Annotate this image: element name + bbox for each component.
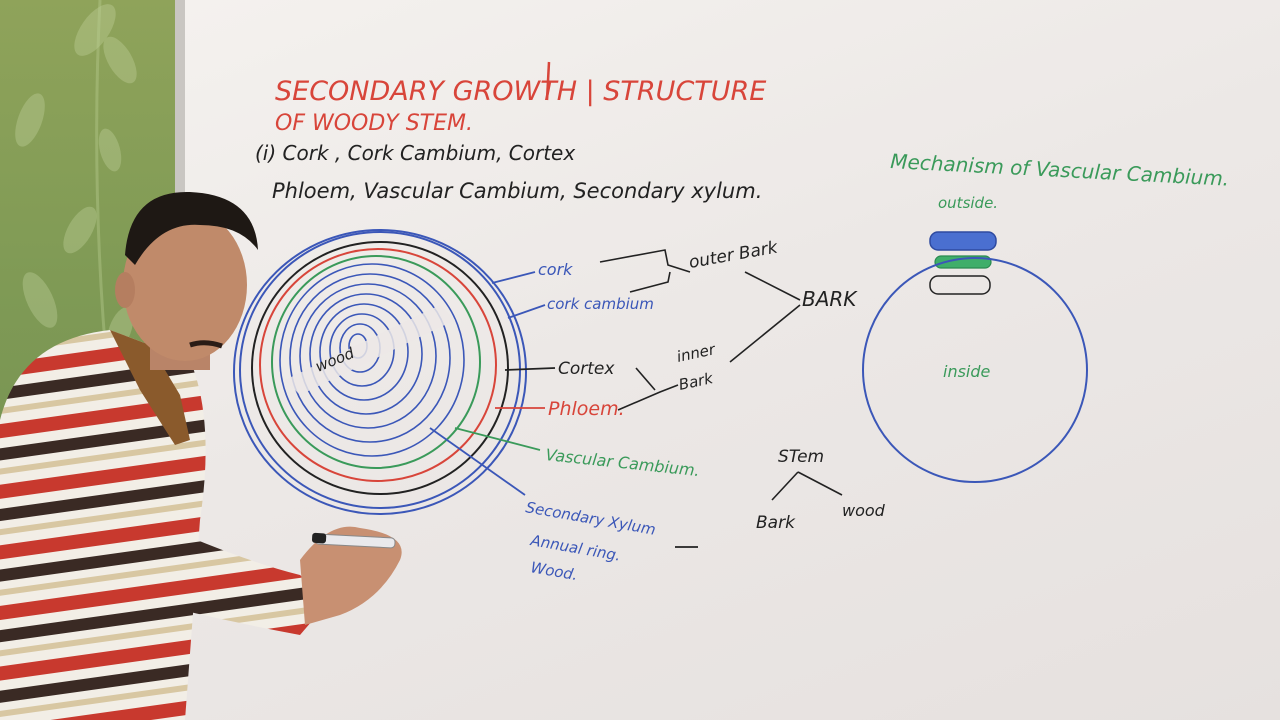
- ring-cork-outer: [233, 229, 527, 515]
- shirt-collar: [110, 330, 190, 445]
- title-line-1: SECONDARY GROWTH | STRUCTURE: [275, 76, 766, 107]
- face: [123, 209, 247, 361]
- hair: [125, 191, 258, 265]
- hand: [300, 526, 402, 625]
- ear: [115, 272, 135, 308]
- label-vascular-cambium: Vascular Cambium.: [545, 445, 701, 480]
- label-cortex: Cortex: [558, 359, 615, 379]
- marker-cap: [312, 532, 327, 544]
- label-outer-bark: outer Bark: [687, 237, 780, 272]
- mechanism-outside-label: outside.: [938, 194, 998, 212]
- mechanism-inside-label: inside: [943, 362, 991, 381]
- stem-tree: STem Bark wood: [756, 447, 886, 533]
- label-inner-bark-1: inner: [675, 340, 717, 366]
- label-phloem: Phloem.: [548, 398, 625, 420]
- cork-layer-shape: [929, 231, 997, 251]
- label-inner-bark-2: Bark: [677, 369, 716, 394]
- mechanism-diagram: inside: [862, 231, 1088, 483]
- label-cork-cambium: cork cambium: [547, 295, 654, 313]
- ring-phloem: [259, 248, 497, 482]
- label-cork: cork: [538, 260, 573, 279]
- annual-rings: [279, 263, 465, 457]
- title-line-2: OF WOODY STEM.: [275, 111, 473, 136]
- mechanism-circle: [862, 257, 1088, 483]
- mustache: [189, 340, 223, 349]
- striped-sweater: [0, 330, 206, 720]
- label-bark: BARK: [802, 287, 858, 311]
- mechanism-title: Mechanism of Vascular Cambium.: [890, 149, 1230, 191]
- sweater-arm: [140, 520, 330, 635]
- teacher-figure: [0, 191, 402, 720]
- xylem-layer-shape: [929, 275, 991, 295]
- erased-band: [285, 305, 455, 395]
- ring-cortex: [251, 241, 509, 495]
- component-list-line-2: Phloem, Vascular Cambium, Secondary xylu…: [272, 179, 762, 203]
- title-divider: [545, 61, 551, 101]
- component-list-line-1: (i) Cork , Cork Cambium, Cortex: [255, 141, 575, 165]
- label-wood: Wood.: [529, 558, 579, 584]
- tree-branches: [771, 471, 843, 501]
- ring-vascular-cambium: [271, 255, 481, 469]
- tree-left-label: Bark: [756, 513, 796, 533]
- bark-brackets: [599, 249, 801, 411]
- tree-right-label: wood: [842, 501, 886, 520]
- tree-root-label: STem: [778, 447, 824, 467]
- leader-lines: [429, 271, 556, 496]
